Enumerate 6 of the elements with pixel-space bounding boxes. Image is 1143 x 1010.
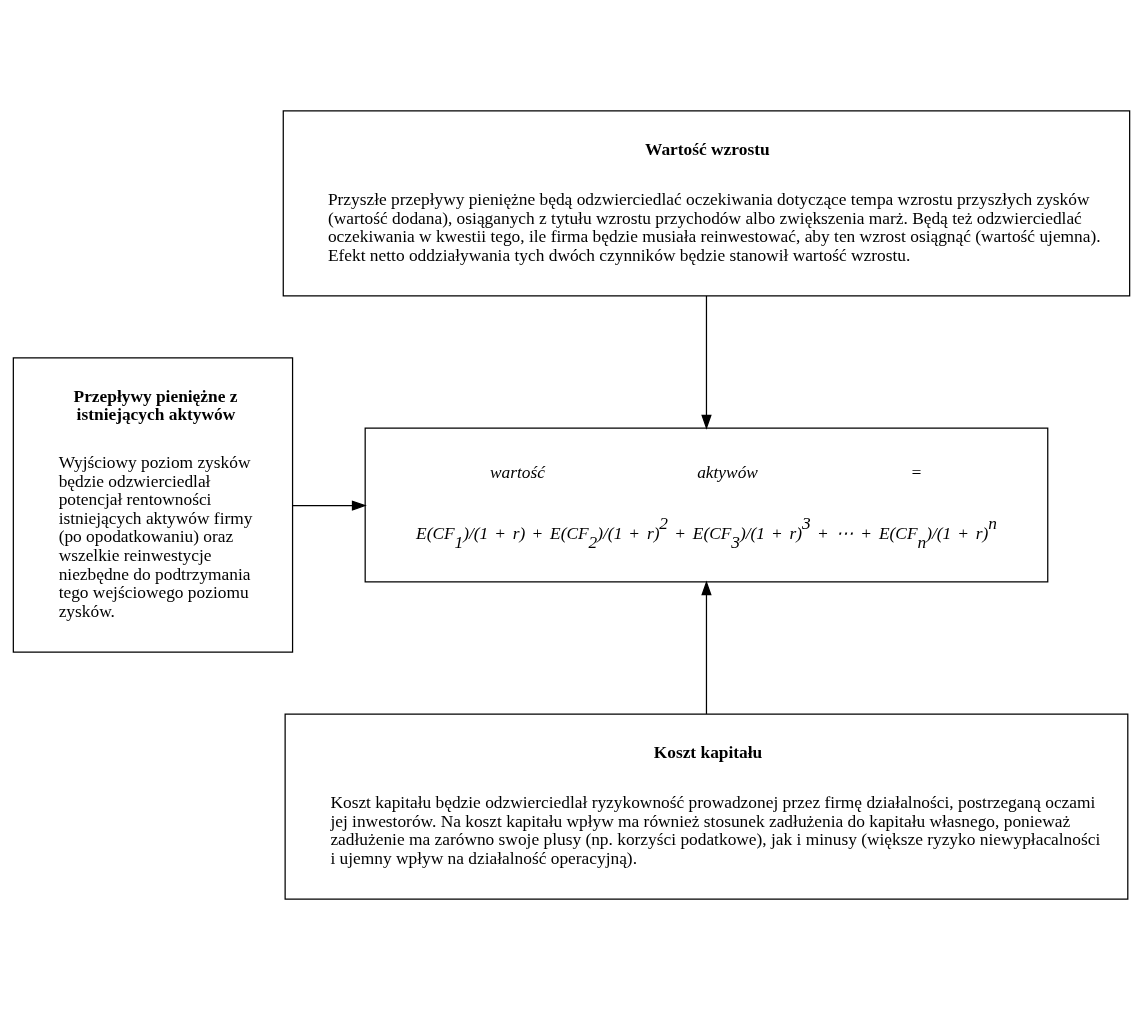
node-box: Wartość wzrostu Przyszłe przepływy pieniężne będą odzwierciedlać oczekiwania dotyczące tempa wzrostu przyszłych zysków (wartość dodana), osiąganych z tytułu wzrostu przychodów albo zwiększenia marż. Będą też odzwierciedlać oczekiwania w kwestii tego, ile firma będzie musiała reinwestować, aby ten wzrost osiągnąć (wartość ujemna). Efekt netto oddziaływania tych dwóch czynników będzie stanowił wartość wzrostu. [282, 110, 1131, 297]
arrow [701, 580, 712, 715]
node-box: Przepływy pieniężne z istniejących aktywów Wyjściowy poziom zysków będzie odzwierciedlał potencjał rentowności istniejących aktywów firmy (po opodatkowaniu) oraz wszelkie reinwestycje niezbędne do podtrzymania tego wejściowego poziomu zysków. [12, 357, 294, 653]
node-box: Koszt kapitału Koszt kapitału będzie odzwierciedlał ryzykowność prowadzonej przez firmę działalności, postrzeganą oczami jej inwestorów. Na koszt kapitału wpływ ma również stosunek zadłużenia do kapitału własnego, ponieważ zadłużenie ma zarówno swoje plusy (np. korzyści podatkowe), jak i minusy (większe ryzyko niewypłacalności i ujemny wpływ na działalność operacyjną). [284, 713, 1129, 900]
arrow [292, 500, 367, 511]
arrow [701, 295, 712, 430]
